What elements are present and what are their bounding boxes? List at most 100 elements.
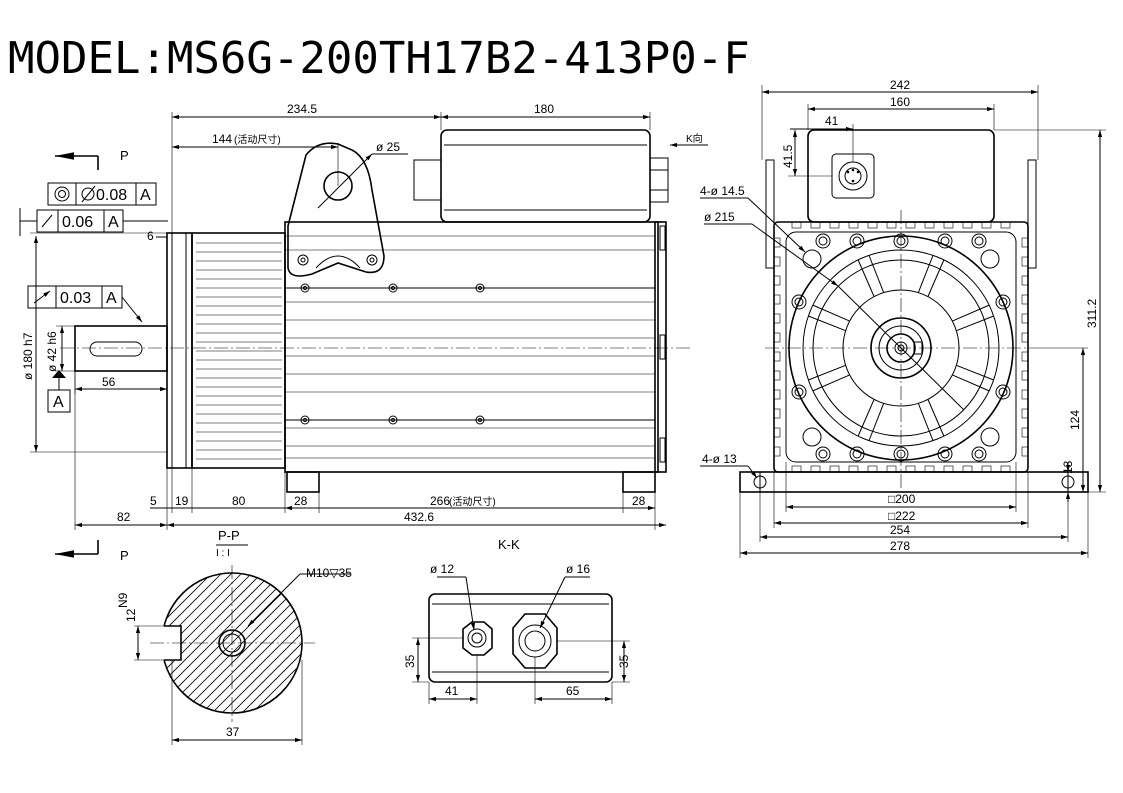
dim-19-label: 19 xyxy=(175,494,189,508)
end-terminal-box xyxy=(807,129,995,223)
diameter-icon xyxy=(81,187,95,201)
tolerance-runout: 0.03 A xyxy=(27,285,143,323)
dimension-144: 144 (活动尺寸) xyxy=(172,132,339,186)
dimension-41-5: 41.5 xyxy=(781,130,832,177)
dimension-41-end: 41 xyxy=(790,114,854,162)
dimension-124: 124 xyxy=(1040,347,1088,492)
concentricity-icon xyxy=(54,186,70,202)
motor-feet xyxy=(286,471,656,493)
dim-35-right-label: 35 xyxy=(617,654,631,668)
section-pp-title: P-P xyxy=(218,528,240,543)
dimension-311-2: 311.2 xyxy=(994,129,1106,493)
datum-a: A xyxy=(47,370,71,413)
terminal-box xyxy=(413,129,669,223)
dim-234-5-label: 234.5 xyxy=(287,102,317,116)
dim-28-right-label: 28 xyxy=(632,494,646,508)
dimension-sq222: □222 xyxy=(773,472,1029,528)
view-k-label: K向 xyxy=(686,132,703,145)
tolerance-concentricity: 0.08 A xyxy=(47,182,157,206)
concentricity-value: 0.08 xyxy=(96,187,127,204)
corner-holes xyxy=(802,249,1000,447)
dim-phi180-label: ø 180 h7 xyxy=(21,332,35,380)
dim-124-label: 124 xyxy=(1068,410,1082,430)
dimension-phi25: ø 25 xyxy=(317,140,408,209)
runout-value: 0.03 xyxy=(60,290,91,307)
dim-5-label: 5 xyxy=(150,494,157,508)
dimension-160: 160 xyxy=(807,95,995,130)
section-pp-scale: I : I xyxy=(216,548,230,559)
dimension-82: 82 xyxy=(74,371,168,530)
dim-144-label: 144 xyxy=(212,132,232,146)
cable-gland-12 xyxy=(462,621,493,656)
datum-label: A xyxy=(53,394,64,411)
dim-41-end-label: 41 xyxy=(825,114,839,128)
dimension-4-phi14-5: 4-ø 14.5 xyxy=(700,184,806,253)
dim-4-phi14-5-label: 4-ø 14.5 xyxy=(700,184,745,198)
dim-phi16-label: ø 16 xyxy=(566,562,590,576)
section-mark-top: P xyxy=(120,148,129,163)
flatness-datum: A xyxy=(108,214,119,231)
dimension-432-6: 432.6 xyxy=(167,510,666,528)
dim-266-note: (活动尺寸) xyxy=(449,495,496,508)
section-pp: P-P I : I M10▽35 N9 12 37 xyxy=(116,528,352,745)
dim-6-label: 6 xyxy=(147,229,154,243)
rear-cover xyxy=(654,221,667,473)
dim-180-label: 180 xyxy=(534,102,554,116)
dimension-5-19-80: 5 19 80 xyxy=(150,468,286,513)
dimension-phi42: ø 42 h6 xyxy=(45,325,75,372)
dim-160-label: 160 xyxy=(890,95,910,109)
dim-sq200-label: □200 xyxy=(888,492,916,506)
thread-label: M10▽35 xyxy=(306,566,352,580)
motor-body xyxy=(284,221,667,473)
runout-datum: A xyxy=(106,290,117,307)
dim-phi215-label: ø 215 xyxy=(704,210,735,224)
lifting-eye xyxy=(287,142,385,277)
view-kk-title: K-K xyxy=(498,537,520,552)
dimension-180: 180 xyxy=(441,102,651,130)
dimension-phi180: ø 180 h7 xyxy=(21,232,167,453)
dimension-234-5: 234.5 xyxy=(171,102,442,233)
flatness-value: 0.06 xyxy=(62,214,93,231)
dim-254-label: 254 xyxy=(890,523,910,537)
dim-311-2-label: 311.2 xyxy=(1085,299,1099,328)
dimension-254: 254 xyxy=(759,492,1069,542)
dim-144-note: (活动尺寸) xyxy=(234,133,281,146)
dim-41-5-label: 41.5 xyxy=(781,144,795,168)
dimension-4-phi13: 4-ø 13 xyxy=(700,452,758,479)
concentricity-datum: A xyxy=(140,187,151,204)
motor-shaft xyxy=(74,325,168,372)
dim-80-label: 80 xyxy=(232,494,246,508)
section-mark-bottom: P xyxy=(120,548,129,563)
dim-56-label: 56 xyxy=(102,375,116,389)
dim-12-label: 12 xyxy=(124,608,138,622)
model-title: MODEL:MS6G-200TH17B2-413P0-F xyxy=(8,33,750,84)
tolerance-flatness: 0.06 A xyxy=(19,208,168,236)
dim-242-label: 242 xyxy=(890,78,910,92)
dimension-278: 278 xyxy=(739,492,1089,558)
dim-sq222-label: □222 xyxy=(888,509,916,523)
dimension-28-266-28: 28 266 (活动尺寸) 28 xyxy=(285,492,656,530)
dim-4-phi13-label: 4-ø 13 xyxy=(702,452,737,466)
dim-41-kk-label: 41 xyxy=(445,684,459,698)
dim-phi42-label: ø 42 h6 xyxy=(45,331,59,372)
view-k-arrow: K向 xyxy=(670,132,708,148)
dim-266-label: 266 xyxy=(430,494,450,508)
dim-phi12-label: ø 12 xyxy=(430,562,454,576)
dim-28-left-label: 28 xyxy=(294,494,308,508)
dimension-phi215: ø 215 xyxy=(704,210,839,287)
dim-82-label: 82 xyxy=(117,510,131,524)
flatness-icon xyxy=(41,214,53,228)
base-plate xyxy=(739,471,1089,493)
side-view: P 0.08 A 0.06 A xyxy=(19,102,708,563)
dim-278-label: 278 xyxy=(890,539,910,553)
dim-phi25-label: ø 25 xyxy=(376,140,400,154)
dim-37-label: 37 xyxy=(226,725,240,739)
dim-432-6-label: 432.6 xyxy=(404,510,434,524)
dim-65-label: 65 xyxy=(566,684,580,698)
dimension-sq200: □200 xyxy=(785,462,1017,512)
dim-13-label: 13 xyxy=(1061,460,1075,474)
motor-fins xyxy=(191,232,286,469)
dimension-6: 6 xyxy=(147,229,167,243)
dimension-242: 242 xyxy=(761,78,1039,160)
